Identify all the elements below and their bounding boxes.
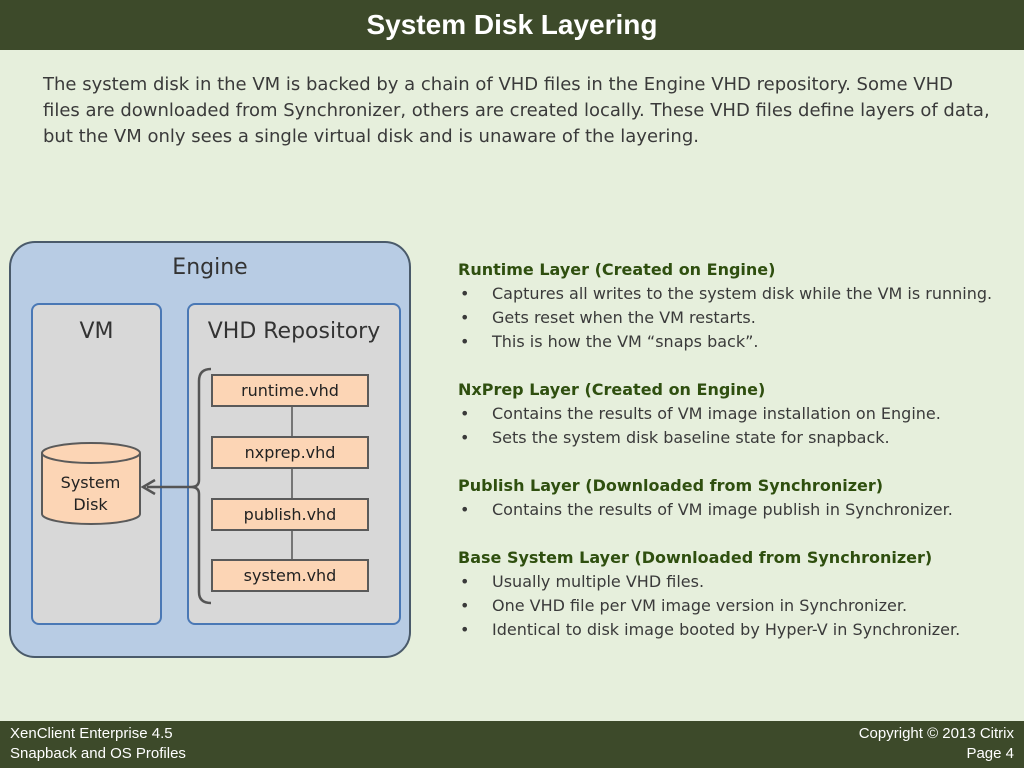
bullet-item: • One VHD file per VM image version in Sy… [458,594,1018,618]
layer-title: Runtime Layer (Created on Engine) [458,260,776,279]
disk-arrow-head [140,478,156,496]
slide-footer: XenClient Enterprise 4.5 Snapback and OS… [0,721,1024,768]
footer-copyright: Copyright © 2013 Citrix [858,725,1014,742]
footer-left: XenClient Enterprise 4.5 Snapback and OS… [10,724,186,764]
bullet-dot: • [460,500,470,519]
bullet-dot: • [460,332,470,351]
bullet-item: • Contains the results of VM image publis… [458,498,1018,522]
bullet-text: This is how the VM “snaps back”. [492,332,759,351]
layer-group: NxPrep Layer (Created on Engine) • Contai… [458,378,1018,450]
bullet-text: Contains the results of VM image publish… [492,500,953,519]
vhd-runtime: runtime.vhd [211,374,369,407]
vm-label: VM [79,319,114,344]
bullet-item: • Identical to disk image booted by Hyper… [458,618,1018,642]
bullet-dot: • [460,308,470,327]
footer-right: Copyright © 2013 Citrix Page 4 [859,724,1014,764]
bullet-item: • Sets the system disk baseline state for… [458,426,1018,450]
system-disk-icon [41,442,141,525]
bullet-dot: • [460,572,470,591]
vhd-repository-label: VHD Repository [207,319,381,344]
bullet-item: • Gets reset when the VM restarts. [458,306,1018,330]
footer-page-number: Page 4 [966,745,1014,762]
system-disk-label-line2: Disk [73,495,108,514]
vhd-stack: runtime.vhd nxprep.vhd publish.vhd syste… [185,301,399,623]
bullet-dot: • [460,428,470,447]
vhd-nxprep: nxprep.vhd [211,436,369,469]
layer-group: Publish Layer (Downloaded from Synchroni… [458,474,1018,522]
layer-title: Base System Layer (Downloaded from Synch… [458,548,933,567]
layer-title: NxPrep Layer (Created on Engine) [458,380,766,399]
bullet-text: Contains the results of VM image install… [492,404,941,423]
bullet-text: Identical to disk image booted by Hyper-… [492,620,961,639]
layer-descriptions: Runtime Layer (Created on Engine) • Captu… [458,258,1018,666]
bullet-text: Captures all writes to the system disk w… [492,284,993,303]
bullet-text: Sets the system disk baseline state for … [492,428,890,447]
slide-title: System Disk Layering [366,9,658,40]
vhd-system: system.vhd [211,559,369,592]
bullet-text: Gets reset when the VM restarts. [492,308,756,327]
engine-label: Engine [172,255,248,280]
bullet-item: • Contains the results of VM image instal… [458,402,1018,426]
footer-subtitle: Snapback and OS Profiles [10,745,186,762]
bullet-item: • Captures all writes to the system disk … [458,282,1018,306]
layer-title: Publish Layer (Downloaded from Synchroni… [458,476,884,495]
bullet-dot: • [460,620,470,639]
layer-group: Runtime Layer (Created on Engine) • Captu… [458,258,1018,354]
intro-paragraph: The system disk in the VM is backed by a… [43,74,990,147]
bullet-text: Usually multiple VHD files. [492,572,705,591]
system-disk-label: System Disk [40,472,141,516]
bullet-dot: • [460,284,470,303]
slide-header: System Disk Layering [0,0,1024,50]
layer-group: Base System Layer (Downloaded from Synch… [458,546,1018,642]
bullet-item: • This is how the VM “snaps back”. [458,330,1018,354]
footer-product: XenClient Enterprise 4.5 [10,725,173,742]
bullet-dot: • [460,404,470,423]
vhd-publish: publish.vhd [211,498,369,531]
bullet-item: • Usually multiple VHD files. [458,570,1018,594]
system-disk-label-line1: System [60,473,121,492]
bullet-text: One VHD file per VM image version in Syn… [492,596,908,615]
bullet-dot: • [460,596,470,615]
